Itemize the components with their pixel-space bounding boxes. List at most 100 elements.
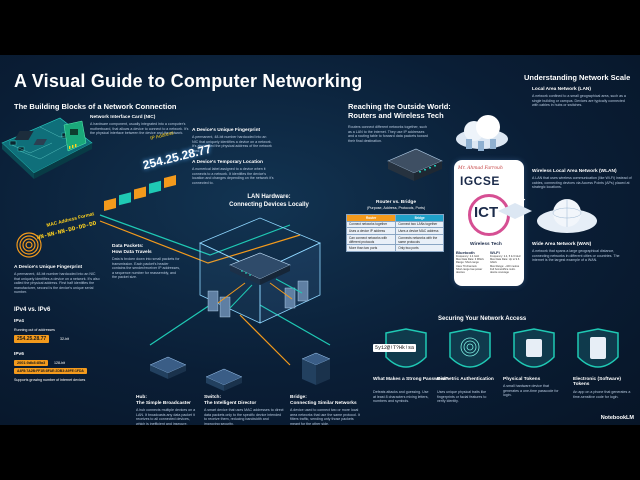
badge-subject: ICT (474, 204, 499, 221)
wan-globe-icon (537, 199, 597, 233)
wan-body: A network that spans a large geographica… (532, 249, 620, 263)
hub-body: A hub connects multiple devices on a LAN… (136, 408, 196, 425)
packets-title: Data Packets: (112, 244, 144, 249)
physical-tokens-body: A small hardware device that generates a… (503, 384, 559, 398)
switch-title: Switch: (204, 395, 222, 400)
wifi-range: Max Range: ~100 metres (490, 264, 520, 268)
wlan-icon (498, 195, 532, 219)
packet-blocks (104, 175, 176, 211)
igcse-badge-card: Mr. Ahmad Farrouh IGCSE ICT Wireless Tec… (454, 160, 524, 286)
notebooklm-watermark: NotebookLM (600, 415, 634, 421)
switch-subtitle: The Intelligent Director (204, 401, 257, 406)
table-row: Connect networks together Connect two LA… (345, 220, 444, 229)
password-sample: 5y12@!T?Hk!sa (373, 344, 417, 352)
electronic-tokens-title: Electronic (Software) Tokens (573, 377, 621, 387)
bluetooth-rate: Max Data Rate: 3 Mbit/s (456, 258, 484, 262)
cloud-network-icon (456, 115, 508, 151)
table-row: Uses a device IP address Uses a device M… (345, 227, 444, 235)
router-bridge-subtitle: (Purpose, Address, Protocols, Ports) (366, 206, 426, 210)
wifi-title: Wi-Fi (490, 250, 500, 255)
wan-title: Wide Area Network (WAN) (532, 242, 592, 247)
bridge-illustration (301, 352, 331, 385)
table-row: More than two ports Only two ports (345, 244, 444, 252)
bluetooth-specs: Frequency: 2.4 GHz Max Data Rate: 3 Mbit… (456, 255, 488, 274)
outside-body: Routers connect different networks toget… (348, 125, 428, 143)
wireless-title: Wireless Tech (470, 242, 502, 247)
ipv4-value: 254.25.28.77 (14, 335, 50, 343)
ipv6-value: 2001:0db8:85a3 (14, 360, 49, 366)
ipv4-bits: 32-bit (60, 337, 69, 341)
ip-temp-body: A numerical label assigned to a device w… (192, 167, 274, 185)
table-cell: Connects networks with the same protocol… (395, 233, 444, 246)
table-cell: Uses a device IP address (345, 227, 397, 235)
wlan-body: A LAN that uses wireless communication (… (532, 176, 632, 190)
lan-body: A network confined to a small geographic… (532, 94, 626, 108)
switch-body: A smart device that uses MAC addresses t… (204, 408, 284, 425)
ipv4-desc: Running out of addresses (14, 328, 55, 332)
table-cell: Only two ports (395, 244, 444, 252)
lan-hardware-subtitle: Connecting Devices Locally (229, 202, 309, 208)
nic-body: A hardware component, usually integrated… (90, 122, 189, 136)
lan-hardware-title: LAN Hardware: (247, 194, 291, 200)
switch-illustration (205, 368, 243, 391)
scale-heading: Understanding Network Scale (524, 73, 631, 82)
bluetooth-channels: Uses 79 channels (456, 264, 477, 268)
router-bridge-table: Router Bridge Connect networks together … (345, 214, 444, 252)
badge-course: IGCSE (460, 174, 500, 188)
ipv4-label: IPv4 (14, 319, 24, 324)
hub-subtitle: The Simple Broadcaster (136, 401, 191, 406)
packets-subtitle: How Data Travels (112, 250, 152, 255)
data-flow-lines (99, 214, 331, 366)
table-cell: Uses a device MAC address (395, 227, 444, 235)
electronic-tokens-body: An app on a phone that generates a time-… (573, 390, 631, 399)
table-header-router: Router (345, 214, 397, 222)
ipv6-label: IPv6 (14, 352, 24, 357)
fingerprint-icon (16, 232, 42, 258)
biometric-body: Uses unique physical traits like fingerp… (437, 390, 487, 404)
ip-fingerprint-body: A permanent, 48-bit number hardcoded int… (192, 135, 272, 153)
wifi-freq: Frequency: 2.4, 5 & 6 GHz (490, 255, 521, 258)
wifi-body: Full home/office multi-device coverage (490, 267, 516, 275)
bridge-subtitle: Connecting Similar Networks (290, 401, 357, 406)
bluetooth-freq: Frequency: 2.4 GHz (456, 255, 480, 258)
mac-fingerprint-title: A Device's Unique Fingerprint (14, 265, 83, 270)
lan-title: Local Area Network (LAN) (532, 87, 591, 92)
table-header-bridge: Bridge (395, 214, 444, 222)
ipv6-value-2: A4F8:7A2B:FF1B:8FAE:2DB3:A9FE:1FDA (14, 368, 87, 374)
table-cell: Can connect networks with different prot… (345, 233, 397, 246)
bluetooth-title: Bluetooth (456, 250, 475, 255)
ipv6-desc: Supports growing number of internet devi… (14, 378, 86, 382)
ip-fingerprint-title: A Device's Unique Fingerprint (192, 128, 261, 133)
nic-title: Network Interface Card (NIC) (90, 115, 156, 120)
bridge-title: Bridge: (290, 395, 307, 400)
outside-title: Reaching the Outside World: (348, 102, 451, 111)
table-cell: More than two ports (345, 244, 397, 252)
page-title: A Visual Guide to Computer Networking (14, 71, 363, 91)
password-title: What Makes a Strong Password? (373, 377, 449, 382)
wifi-rate: Max Data Rate: Up to 9.6 Gbit/s (490, 258, 520, 265)
biometric-title: Biometric Authentication (437, 377, 494, 382)
security-heading: Securing Your Network Access (438, 316, 527, 322)
wifi-specs: Frequency: 2.4, 5 & 6 GHz Max Data Rate:… (490, 255, 522, 274)
mac-fingerprint-body: A permanent, 48-bit number hardcoded int… (14, 272, 100, 295)
wlan-title: Wireless Local Area Network (WLAN) (532, 169, 617, 174)
infographic: A Visual Guide to Computer Networking Th… (0, 55, 640, 425)
ipv6-bits: 128-bit (54, 361, 65, 365)
bridge-body: A device used to connect two or more loc… (290, 408, 360, 425)
lan-room-illustration (199, 217, 321, 324)
nic-card-illustration (63, 120, 87, 152)
teacher-signature: Mr. Ahmad Farrouh (458, 166, 503, 171)
bluetooth-range: Range: Short-range (456, 261, 479, 265)
blocks-heading: The Building Blocks of a Network Connect… (14, 102, 177, 111)
ipv-heading: IPv4 vs. IPv6 (14, 307, 51, 313)
physical-tokens-title: Physical Tokens (503, 377, 541, 382)
hub-illustration (149, 356, 187, 379)
table-cell: Connect networks together (345, 220, 397, 229)
outside-subtitle: Routers and Wireless Tech (348, 111, 444, 120)
bluetooth-body: Short-range low-power devices (456, 267, 483, 275)
password-body: Defeats attacks and guessing. Use at lea… (373, 390, 429, 404)
router-illustration (387, 148, 443, 181)
ip-temp-title: A Device's Temporary Location (192, 160, 263, 165)
packets-body: Data is broken down into small packets f… (112, 257, 181, 280)
table-cell: Connect two LANs together (395, 220, 444, 229)
